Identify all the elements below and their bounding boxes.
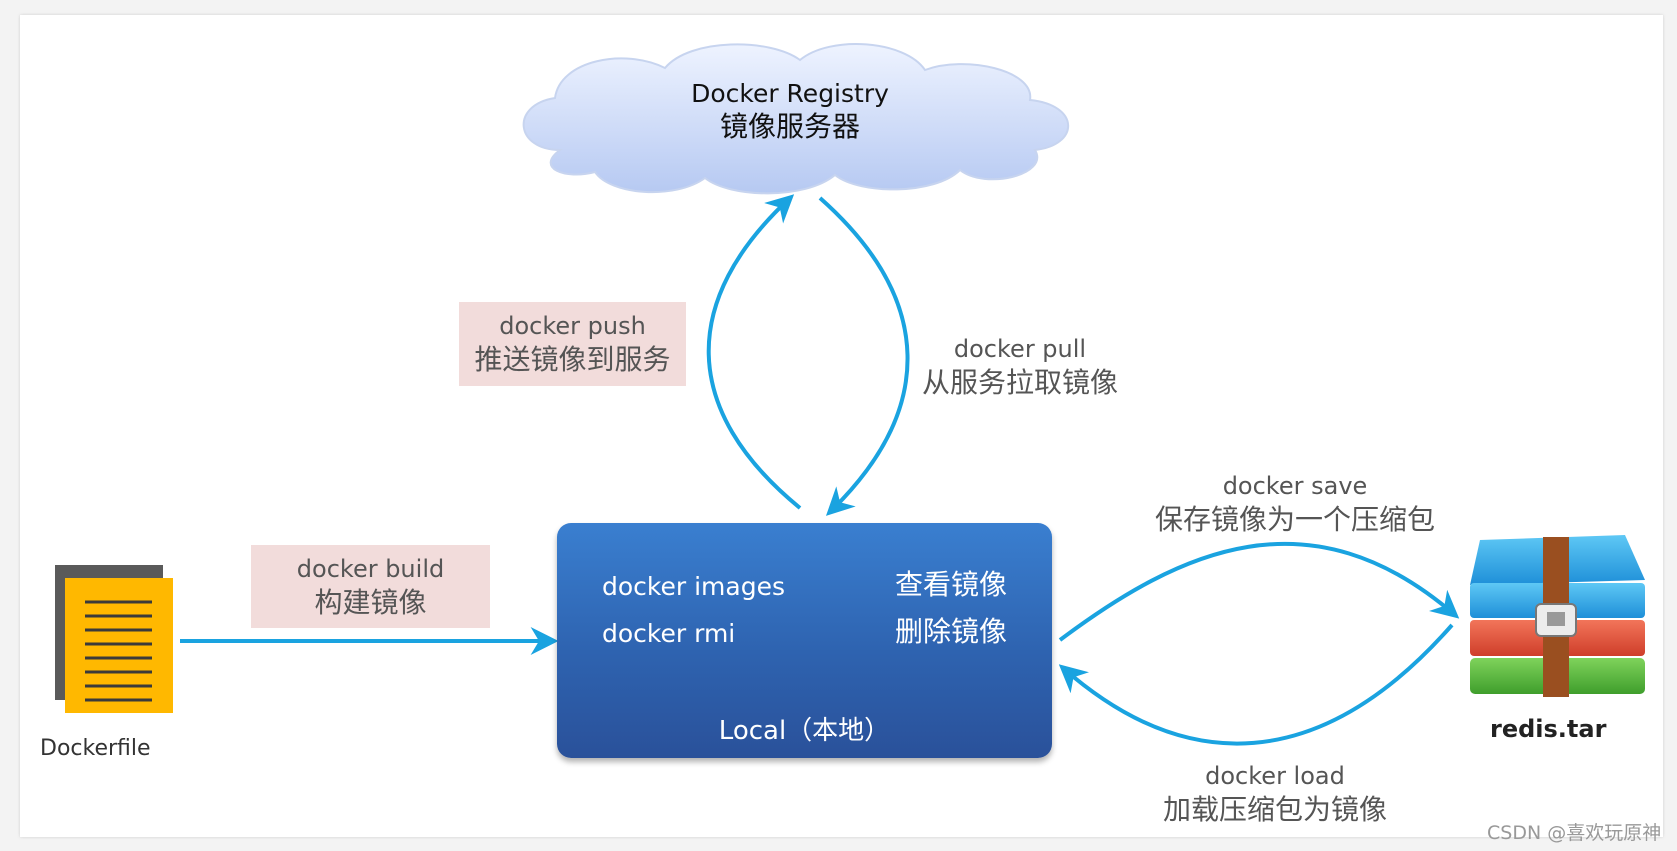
local-box: docker images 查看镜像 docker rmi 删除镜像 Local… [557,523,1052,758]
load-command: docker load [1205,762,1345,790]
watermark: CSDN @喜欢玩原神 [1487,822,1662,844]
push-command: docker push [499,312,646,340]
save-label: docker save 保存镜像为一个压缩包 [1140,470,1450,538]
registry-title: Docker Registry [691,79,889,108]
archive-label: redis.tar [1490,715,1607,743]
document-icon [55,565,173,713]
save-arrow [1058,541,1460,642]
load-label: docker load 加载压缩包为镜像 [1140,760,1410,828]
archive-icon [1470,535,1645,697]
dockerfile-label: Dockerfile [40,736,151,761]
pull-arrow [818,196,910,516]
pull-command: docker pull [953,335,1087,363]
build-command: docker build [296,555,445,583]
images-description: 查看镜像 [894,568,1007,601]
save-command: docker save [1222,472,1368,500]
push-arrow [706,194,802,510]
pull-description: 从服务拉取镜像 [921,366,1118,399]
registry-subtitle: 镜像服务器 [719,110,860,143]
registry-label: Docker Registry 镜像服务器 [640,78,940,144]
pull-label: docker pull 从服务拉取镜像 [920,333,1120,401]
registry-cloud [522,43,1070,195]
push-label: docker push 推送镜像到服务 [459,302,686,386]
rmi-command: docker rmi [602,619,736,648]
local-title: Local（本地） [718,716,891,746]
build-description: 构建镜像 [314,586,427,619]
load-arrow [1058,623,1454,746]
save-description: 保存镜像为一个压缩包 [1154,503,1435,536]
images-command: docker images [602,572,785,601]
rmi-description: 删除镜像 [894,615,1007,648]
load-description: 加载压缩包为镜像 [1162,793,1387,826]
build-label: docker build 构建镜像 [251,545,490,628]
push-description: 推送镜像到服务 [474,343,671,376]
